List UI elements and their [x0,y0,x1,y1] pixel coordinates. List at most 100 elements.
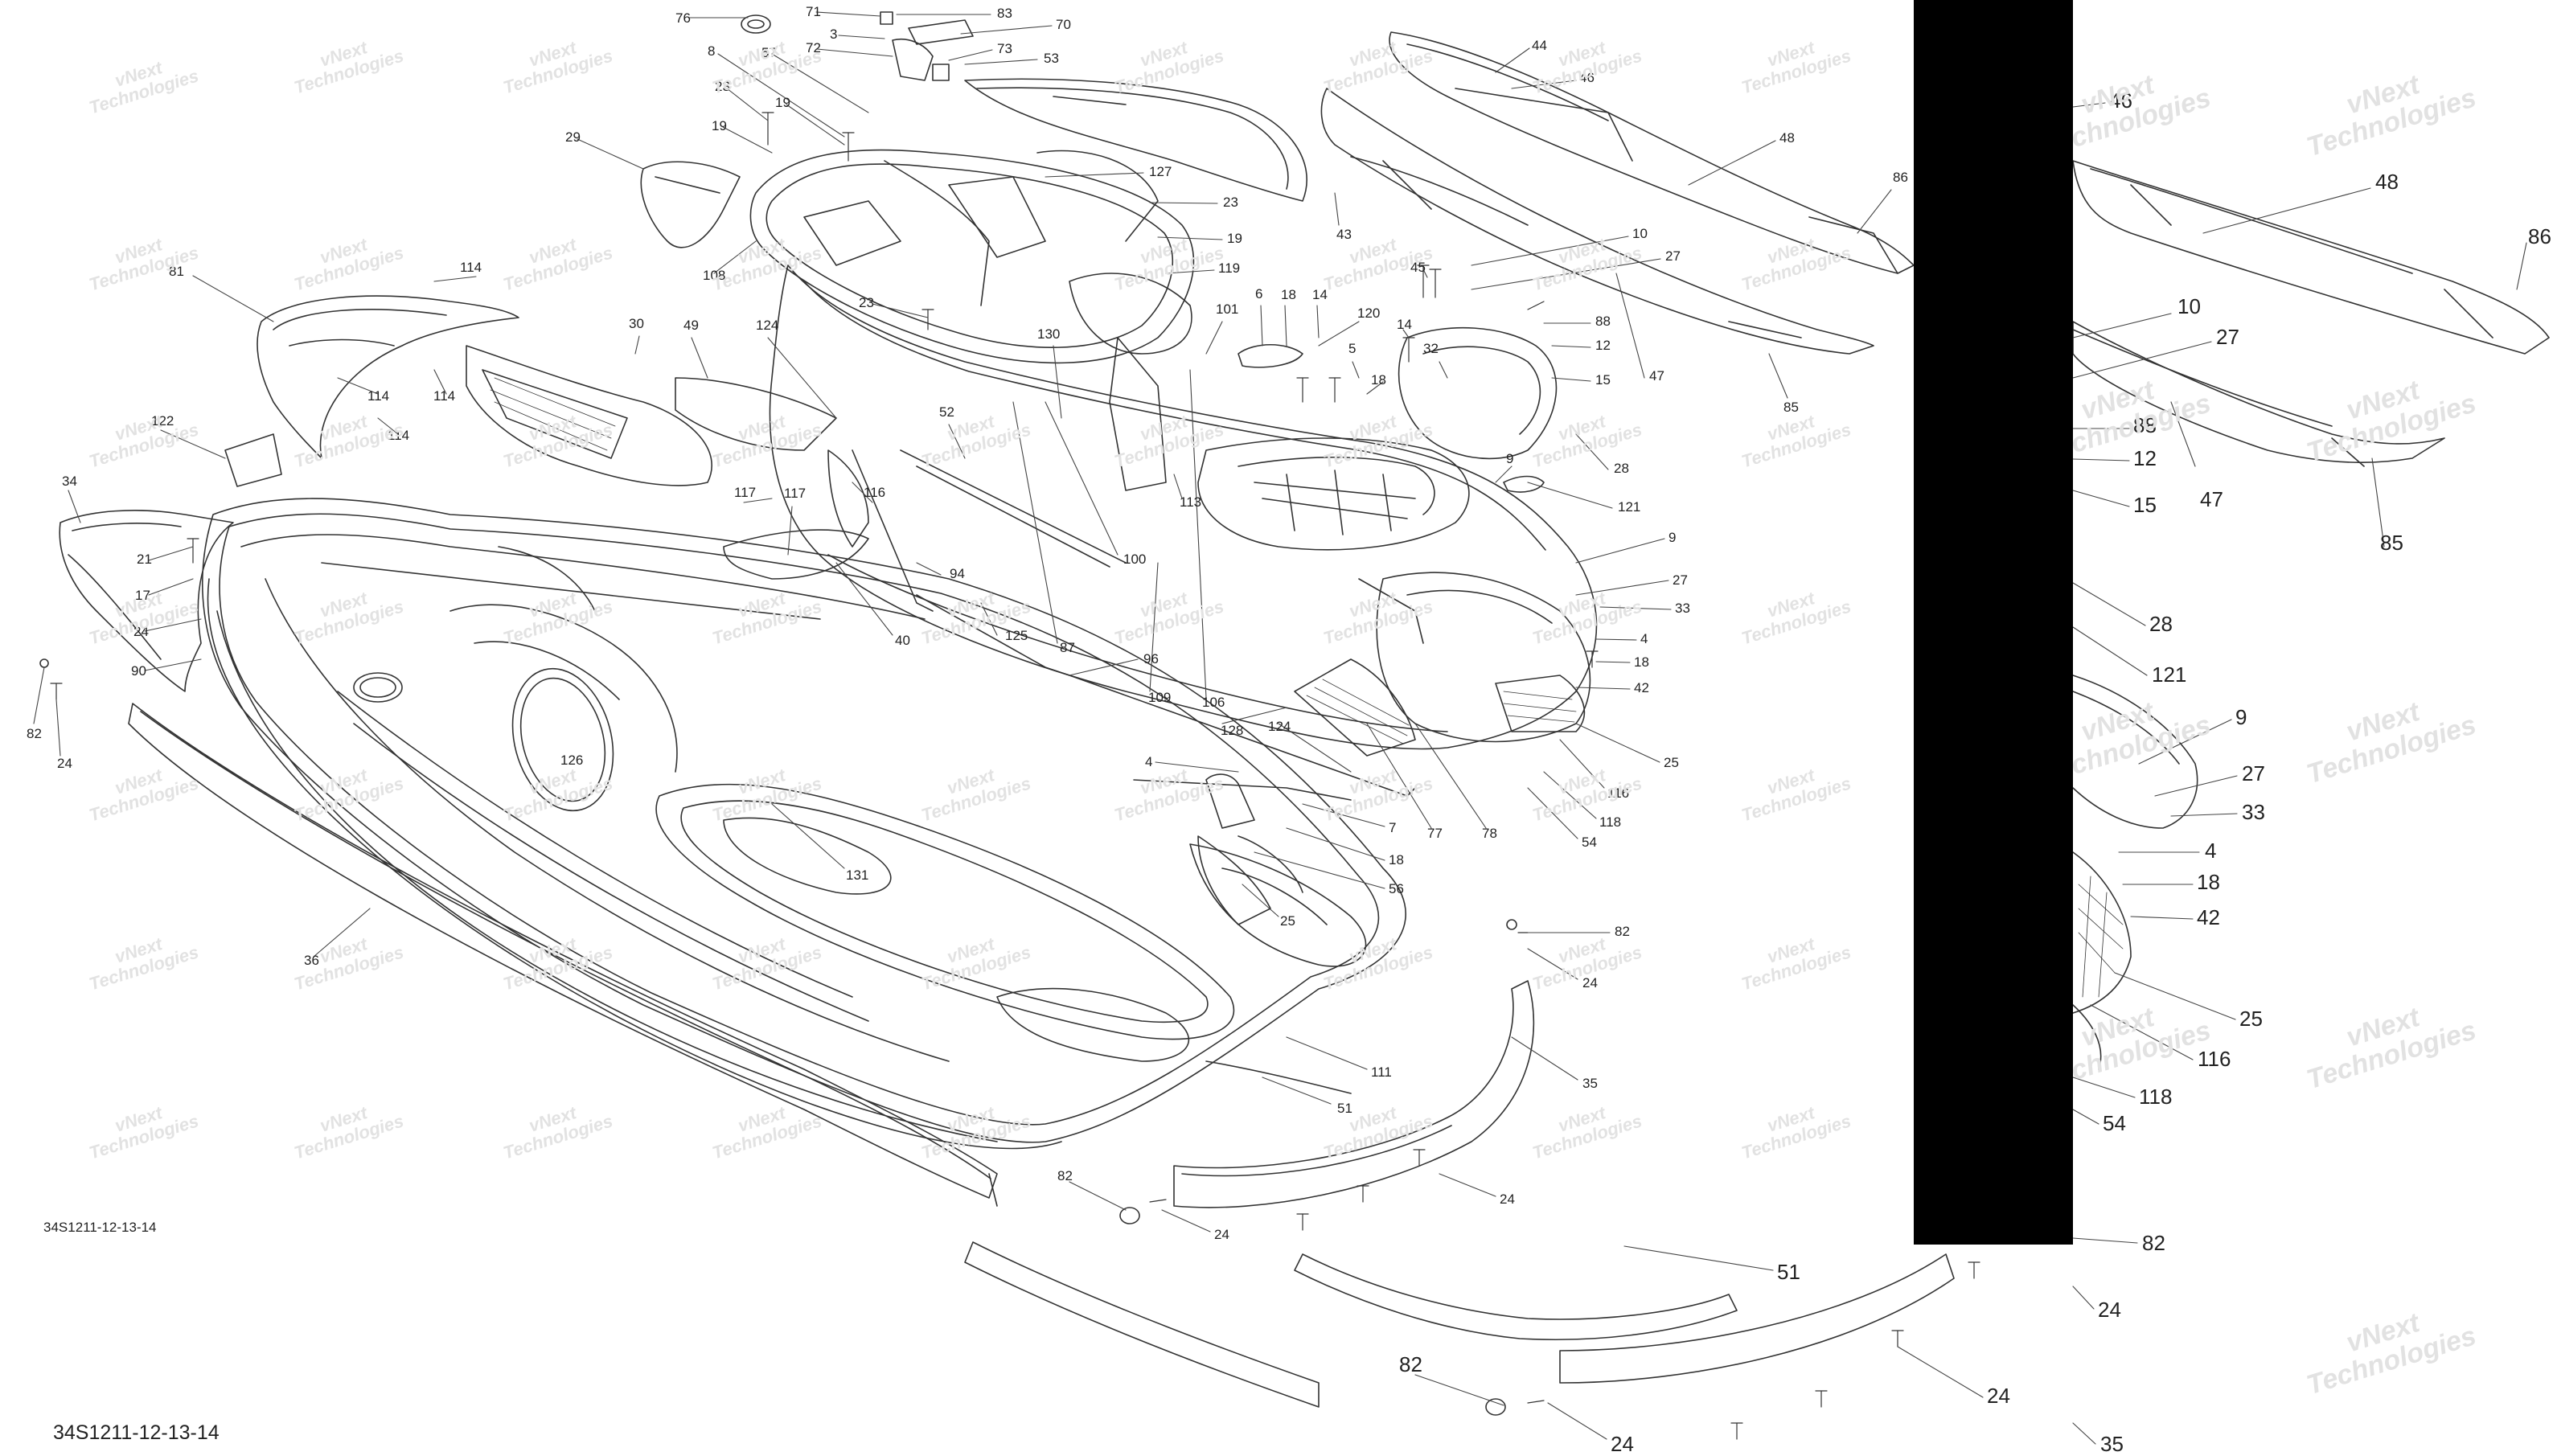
part-callout-9: 9 [1668,530,1677,545]
part-callout-119: 119 [1218,260,1241,276]
part-callout-46: 46 [1579,70,1595,85]
part-callout-27: 27 [1665,248,1681,264]
part-callout-44: 44 [1532,38,1547,53]
part-callout-114: 114 [433,388,456,404]
part-callout-48: 48 [1779,130,1795,146]
part-callout-125: 125 [1005,628,1028,643]
part-callout-23: 23 [1223,195,1238,210]
part-callout-114: 114 [388,428,410,443]
part-callout-5: 5 [1348,341,1357,356]
part-callout-6: 6 [1255,286,1263,301]
part-callout-100: 100 [1123,552,1147,567]
part-callout-24: 24 [1987,1384,2010,1408]
part-callout-82: 82 [27,726,42,741]
part-callout-72: 72 [806,40,821,55]
part-callout-21: 21 [137,552,152,567]
part-callout-127: 127 [1149,164,1172,179]
right-stern-copy [2072,675,2198,1070]
part-callout-82: 82 [2142,1231,2165,1255]
part-callout-19: 19 [712,118,727,133]
part-callout-47: 47 [1649,368,1664,383]
part-callout-27: 27 [1673,572,1688,588]
part-callout-9: 9 [1506,451,1514,466]
part-callout-111: 111 [1371,1064,1392,1080]
part-callout-51: 51 [1337,1101,1352,1116]
part-callout-118: 118 [2139,1085,2173,1109]
part-callout-18: 18 [1389,852,1404,867]
diagram-code-bottom: 34S1211-12-13-14 [53,1421,220,1444]
part-callout-18: 18 [2197,870,2220,894]
part-callout-86: 86 [1893,170,1908,185]
part-callout-126: 126 [560,753,584,768]
part-callout-54: 54 [1582,835,1597,850]
part-callout-128: 128 [1221,723,1244,738]
part-callout-73: 73 [997,41,1012,56]
part-callout-117: 117 [784,486,807,501]
diagram-code-top: 34S1211-12-13-14 [43,1220,157,1235]
part-callout-57: 57 [761,45,777,60]
part-callout-33: 33 [2242,800,2265,824]
part-callout-70: 70 [1056,17,1071,32]
part-callout-51: 51 [1777,1260,1800,1284]
part-callout-86: 86 [2528,224,2551,248]
side-panels [59,161,869,692]
part-callout-90: 90 [131,663,146,679]
part-callout-14: 14 [1397,317,1412,332]
part-callout-88: 88 [2133,413,2157,437]
part-callout-82: 82 [1399,1352,1422,1376]
part-callout-14: 14 [1312,287,1328,302]
part-callout-36: 36 [304,953,319,968]
part-callout-18: 18 [1634,654,1649,670]
part-callout-56: 56 [1389,881,1404,896]
part-callout-3: 3 [830,27,838,42]
part-callout-121: 121 [1618,499,1641,515]
part-callout-53: 53 [1044,51,1059,66]
part-callout-17: 17 [135,588,150,603]
part-callout-34: 34 [62,474,77,489]
part-callout-4: 4 [1640,631,1648,646]
part-callout-48: 48 [2375,170,2399,194]
part-callout-12: 12 [1595,338,1611,353]
part-callout-19: 19 [775,95,790,110]
part-callout-78: 78 [1482,826,1497,841]
part-callout-43: 43 [1336,227,1352,242]
part-callout-33: 33 [1675,601,1690,616]
part-callout-42: 42 [2197,905,2220,929]
part-callout-118: 118 [1599,814,1622,830]
part-callout-71: 71 [806,4,821,19]
part-callout-25: 25 [1280,913,1295,929]
part-callout-8: 8 [708,43,716,59]
part-callout-131: 131 [846,867,869,883]
part-callout-18: 18 [1371,372,1386,388]
part-callout-116: 116 [864,485,886,500]
part-callout-10: 10 [1632,226,1648,241]
part-callout-42: 42 [1634,680,1649,695]
part-callout-121: 121 [2152,662,2187,687]
part-callout-108: 108 [703,268,726,283]
part-callout-122: 122 [151,413,174,429]
part-callout-29: 29 [565,129,581,145]
part-callout-4: 4 [1145,754,1153,769]
part-callout-116: 116 [1607,785,1630,801]
part-callout-81: 81 [169,264,184,279]
part-callout-124: 124 [1268,719,1291,734]
part-callout-76: 76 [675,10,691,26]
part-callout-24: 24 [2098,1298,2121,1322]
part-callout-30: 30 [629,316,644,331]
part-callout-83: 83 [997,6,1012,21]
part-callout-106: 106 [1202,695,1225,710]
rails-bumpers [128,703,1955,1408]
seat-assemblies [1320,31,2550,467]
part-callout-28: 28 [2149,612,2173,636]
part-callout-27: 27 [2216,325,2239,349]
part-callout-40: 40 [895,633,910,648]
part-callout-24: 24 [1214,1227,1229,1242]
part-callout-109: 109 [1148,690,1172,705]
masked-region [1914,0,2073,1245]
part-callout-117: 117 [734,485,757,500]
part-callout-7: 7 [1389,820,1397,835]
part-callout-130: 130 [1037,326,1061,342]
main-hull-body [202,498,1406,1150]
part-callout-85: 85 [1783,400,1799,415]
